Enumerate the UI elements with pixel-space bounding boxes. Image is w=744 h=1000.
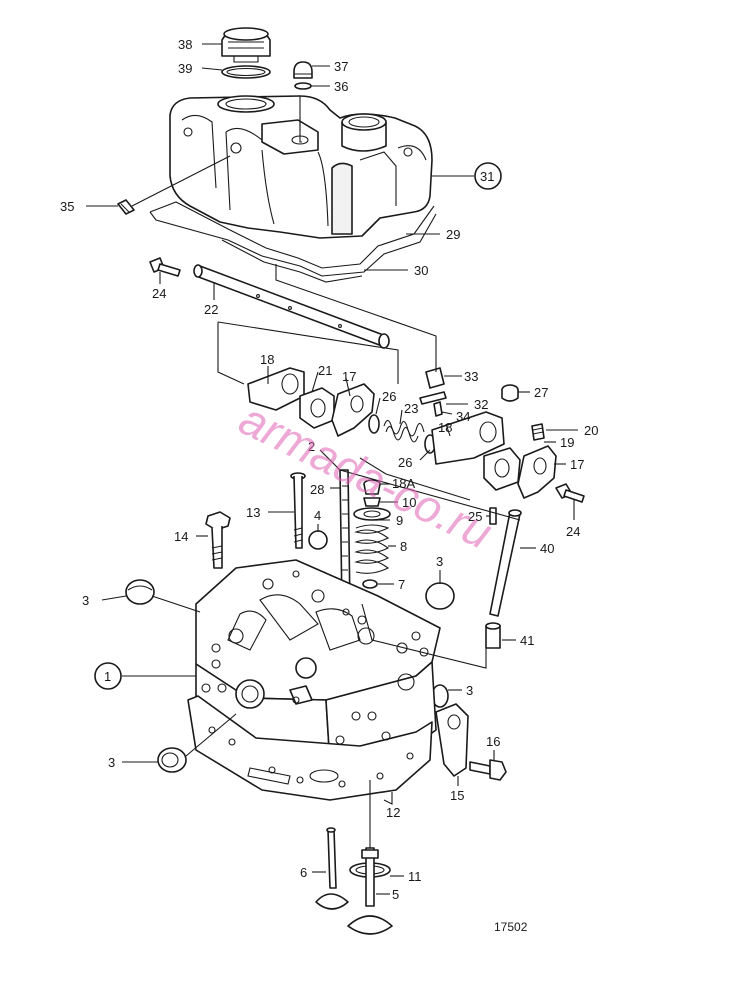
oil-filler-cap: [221, 27, 271, 63]
callout-15: 15: [450, 788, 464, 803]
callout-19: 19: [560, 435, 574, 450]
callout-33: 33: [464, 369, 478, 384]
callout-40: 40: [540, 541, 554, 556]
callout-1: 1: [104, 669, 111, 684]
callout-17-right: 17: [570, 457, 584, 472]
filler-cap-o-ring: [221, 65, 271, 79]
callout-39: 39: [178, 61, 192, 76]
tappet: [485, 622, 501, 649]
exhaust-valve: [315, 827, 349, 910]
inlet-valve: [347, 847, 393, 935]
callout-31: 31: [480, 169, 494, 184]
callout-7: 7: [398, 577, 405, 592]
valve-collets: [363, 497, 381, 507]
head-stud: [290, 472, 306, 549]
callout-24-upper: 24: [152, 286, 166, 301]
leader-lines: [86, 43, 578, 895]
callout-6: 6: [300, 865, 307, 880]
rocker-shaft: [193, 264, 390, 349]
callout-9: 9: [396, 513, 403, 528]
callout-21: 21: [318, 363, 332, 378]
callout-10: 10: [402, 495, 416, 510]
shaft-frame: [217, 321, 399, 385]
core-plug-4: [308, 530, 328, 550]
callout-labels: 38 39 37 36 31 35 29 30 24 22 33 32 34 2…: [60, 37, 598, 902]
rocker-arm-left-lever: [331, 383, 375, 437]
spring-washer-left: [368, 414, 380, 434]
callout-35: 35: [60, 199, 74, 214]
callout-ring-1: [94, 662, 122, 690]
rocker-arm-right: [483, 447, 521, 491]
callout-25: 25: [468, 509, 482, 524]
head-bolt: [205, 511, 231, 569]
rocker-spring: [383, 419, 425, 443]
callout-18A: 18A: [392, 476, 415, 491]
callout-8: 8: [400, 539, 407, 554]
callout-20: 20: [584, 423, 598, 438]
callout-27: 27: [534, 385, 548, 400]
callout-12: 12: [386, 805, 400, 820]
callout-3-left-lower: 3: [108, 755, 115, 770]
callout-22: 22: [204, 302, 218, 317]
callout-16: 16: [486, 734, 500, 749]
core-plug-upper-right: [425, 582, 455, 610]
callout-11: 11: [408, 869, 422, 884]
adjusting-screw: [531, 423, 545, 441]
callout-18-left: 18: [260, 352, 274, 367]
cap-nut: [293, 61, 313, 79]
drawing-number: 17502: [494, 920, 528, 934]
callout-32: 32: [474, 397, 488, 412]
callout-3-right-upper: 3: [436, 554, 443, 569]
spring-seat: [362, 579, 378, 589]
cylinder-head: [187, 559, 441, 801]
core-plug-lower-left: [157, 747, 187, 773]
oil-pipe-fitting: [419, 367, 447, 417]
callout-36: 36: [334, 79, 348, 94]
pushrod: [489, 509, 522, 617]
callout-34: 34: [456, 409, 470, 424]
callout-ring-31: [474, 162, 502, 190]
callout-5: 5: [392, 887, 399, 902]
valve-stem-seal: [363, 479, 381, 495]
shaft-bolt-lower: [555, 483, 585, 503]
callout-26-upper: 26: [382, 389, 396, 404]
callout-4: 4: [314, 508, 321, 523]
callout-28: 28: [310, 482, 324, 497]
callout-37: 37: [334, 59, 348, 74]
shaft-bolt-upper: [149, 257, 181, 277]
valve-spring: [354, 524, 390, 574]
callout-17-left: 17: [342, 369, 356, 384]
cover-plate-bolt: [469, 759, 507, 781]
callout-30: 30: [414, 263, 428, 278]
callout-3-right-mid: 3: [466, 683, 473, 698]
callout-18-right: 18: [438, 420, 452, 435]
callout-24-lower: 24: [566, 524, 580, 539]
callout-14: 14: [174, 529, 188, 544]
callout-2: 2: [308, 439, 315, 454]
callout-29: 29: [446, 227, 460, 242]
rocker-bracket-right: [431, 411, 505, 465]
valve-cover: [169, 95, 433, 239]
callout-13: 13: [246, 505, 260, 520]
cover-plate: [435, 703, 469, 777]
valve-cover-gasket-inner: [221, 239, 363, 283]
spacer-sleeve: [501, 384, 519, 402]
cover-screw: [117, 199, 135, 215]
callout-38: 38: [178, 37, 192, 52]
valve-cover-gasket-outer: [149, 201, 437, 277]
callout-23: 23: [404, 401, 418, 416]
callout-26-lower: 26: [398, 455, 412, 470]
callout-41: 41: [520, 633, 534, 648]
rocker-arm-right-lever: [517, 445, 557, 499]
callout-3-left-upper: 3: [82, 593, 89, 608]
cap-nut-washer: [294, 82, 312, 90]
core-plug-upper-left: [125, 579, 155, 605]
